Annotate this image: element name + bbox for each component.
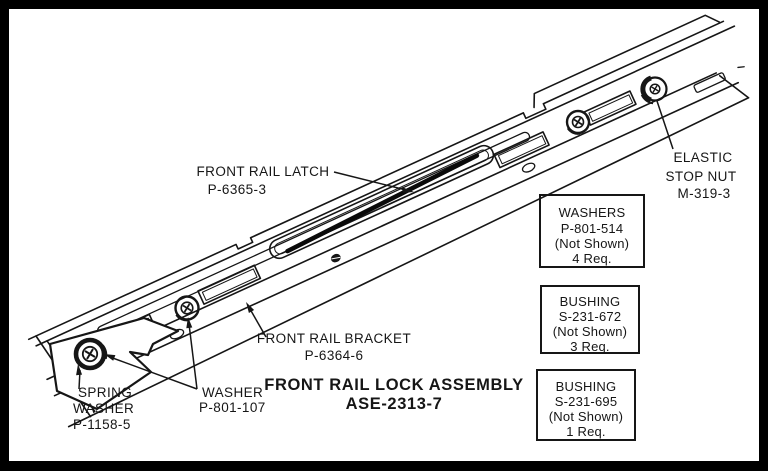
bushing-672-box-name: BUSHING <box>560 294 621 309</box>
bushing-672-box-note: (Not Shown) <box>553 324 627 339</box>
part-boxes-outlines <box>536 194 645 441</box>
rail-top-edge-inner <box>35 25 736 347</box>
rail-top-edge <box>27 20 725 341</box>
bushing-695-box-name: BUSHING <box>556 379 617 394</box>
front-rail-latch-label: FRONT RAIL LATCH <box>197 164 330 179</box>
leader-lines <box>76 100 674 390</box>
front-rail-latch-bar <box>285 153 480 254</box>
elastic-stop-nut-fastener <box>640 75 668 105</box>
washer-fastener <box>174 295 200 322</box>
rail-fold-line-lower <box>53 81 740 397</box>
elastic-stop-nut-label-line-1: ELASTIC <box>673 150 732 165</box>
spring-washer-label-line-2: WASHER <box>73 401 134 416</box>
washers-box-quantity: 4 Req. <box>572 251 612 266</box>
front-rail-bracket-part-number: P-6364-6 <box>305 348 364 363</box>
rail-small-holes <box>169 66 745 340</box>
elastic-stop-nut-part-number: M-319-3 <box>677 186 730 201</box>
assembly-title: FRONT RAIL LOCK ASSEMBLY <box>264 376 523 394</box>
latch-slot <box>268 144 495 260</box>
rail-right-end-cut <box>718 74 750 99</box>
rail-bottom-edge <box>67 96 750 428</box>
rail-back-flange <box>533 14 721 109</box>
front-rail-bracket-label: FRONT RAIL BRACKET <box>257 331 411 346</box>
bushing-695-box-quantity: 1 Req. <box>566 424 606 439</box>
rail-screw <box>565 109 591 135</box>
diagram-text: FRONT RAIL LATCH P-6365-3 ELASTIC STOP N… <box>73 150 736 439</box>
washer-label: WASHER <box>202 385 263 400</box>
assembly-part-number: ASE-2313-7 <box>346 395 443 413</box>
latch-slot-inner <box>274 149 489 255</box>
washers-box-note: (Not Shown) <box>555 236 629 251</box>
bushing-672-box-part-number: S-231-672 <box>559 309 622 324</box>
washer-part-number: P-801-107 <box>199 400 266 415</box>
front-rail-latch-part-number: P-6365-3 <box>208 182 267 197</box>
spring-washer-part-number: P-1158-5 <box>73 417 131 432</box>
washers-box-name: WASHERS <box>559 205 626 220</box>
washers-box-part-number: P-801-514 <box>561 221 624 236</box>
bushing-695-box-note: (Not Shown) <box>549 409 623 424</box>
elastic-stop-nut-label-line-2: STOP NUT <box>666 169 737 184</box>
bushing-695-box-part-number: S-231-695 <box>555 394 618 409</box>
spring-washer-label-line-1: SPRING <box>78 385 132 400</box>
bushing-672-box-quantity: 3 Req. <box>570 339 610 354</box>
spring-washer-fastener <box>73 337 108 371</box>
